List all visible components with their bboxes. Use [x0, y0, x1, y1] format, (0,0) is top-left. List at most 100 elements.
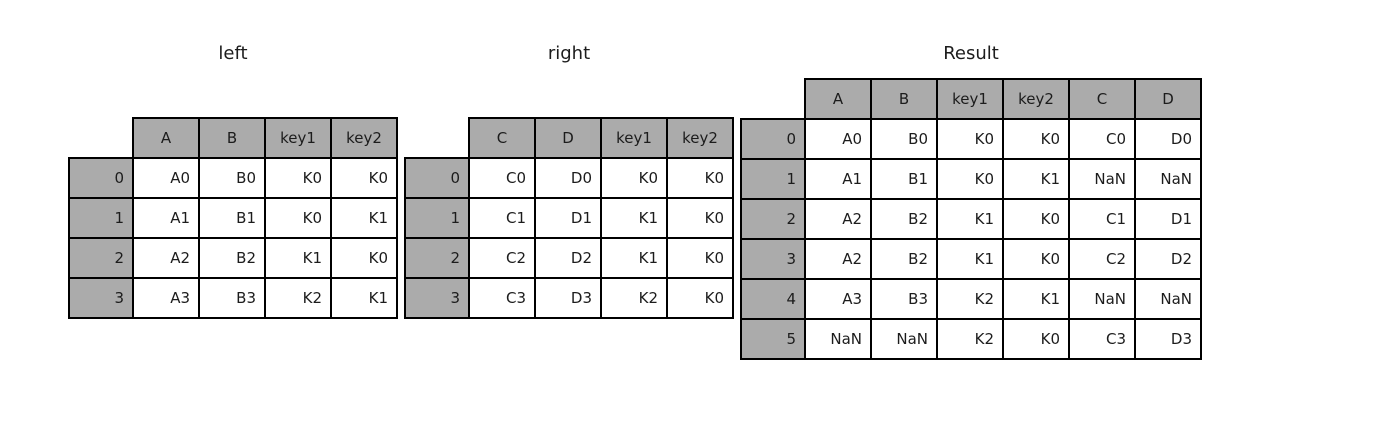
data-cell: NaN: [870, 318, 938, 360]
data-cell: A0: [804, 118, 872, 160]
index-cell: 0: [740, 118, 806, 160]
data-cell: B3: [198, 277, 266, 319]
index-cell: 2: [404, 237, 470, 279]
data-cell: NaN: [804, 318, 872, 360]
data-cell: K1: [936, 238, 1004, 280]
data-cell: K2: [600, 277, 668, 319]
column-header-cell: key1: [264, 117, 332, 159]
data-cell: D0: [534, 157, 602, 199]
data-cell: K1: [600, 197, 668, 239]
left-table-title: left: [218, 43, 248, 64]
index-cell: 5: [740, 318, 806, 360]
data-cell: B3: [870, 278, 938, 320]
index-cell: 2: [68, 237, 134, 279]
data-cell: B0: [198, 157, 266, 199]
data-cell: K1: [330, 277, 398, 319]
data-cell: K0: [1002, 318, 1070, 360]
data-cell: C0: [1068, 118, 1136, 160]
column-header-cell: B: [198, 117, 266, 159]
corner-cell: [69, 118, 133, 158]
index-cell: 1: [68, 197, 134, 239]
index-cell: 3: [404, 277, 470, 319]
data-cell: K1: [600, 237, 668, 279]
column-header-cell: key2: [330, 117, 398, 159]
data-cell: B0: [870, 118, 938, 160]
index-cell: 4: [740, 278, 806, 320]
data-cell: A1: [804, 158, 872, 200]
data-cell: K1: [1002, 158, 1070, 200]
data-cell: K0: [264, 197, 332, 239]
data-cell: A3: [804, 278, 872, 320]
data-cell: K0: [666, 237, 734, 279]
data-cell: K0: [666, 277, 734, 319]
corner-cell: [405, 118, 469, 158]
data-cell: K1: [264, 237, 332, 279]
data-cell: K0: [936, 158, 1004, 200]
column-header-cell: C: [1068, 78, 1136, 120]
index-cell: 3: [740, 238, 806, 280]
data-cell: A2: [804, 198, 872, 240]
corner-cell: [741, 79, 805, 119]
data-cell: K0: [666, 157, 734, 199]
data-cell: A2: [804, 238, 872, 280]
data-cell: K2: [264, 277, 332, 319]
index-cell: 1: [404, 197, 470, 239]
index-cell: 2: [740, 198, 806, 240]
column-header-cell: key1: [936, 78, 1004, 120]
data-cell: A1: [132, 197, 200, 239]
data-cell: B2: [198, 237, 266, 279]
column-header-cell: key2: [666, 117, 734, 159]
data-cell: C1: [468, 197, 536, 239]
index-cell: 0: [68, 157, 134, 199]
data-cell: NaN: [1068, 278, 1136, 320]
data-cell: K0: [1002, 238, 1070, 280]
data-cell: C1: [1068, 198, 1136, 240]
data-cell: D3: [1134, 318, 1202, 360]
data-cell: D1: [1134, 198, 1202, 240]
data-cell: K1: [936, 198, 1004, 240]
column-header-cell: D: [1134, 78, 1202, 120]
data-cell: D0: [1134, 118, 1202, 160]
data-cell: C2: [1068, 238, 1136, 280]
data-cell: K0: [1002, 118, 1070, 160]
data-cell: K1: [330, 197, 398, 239]
data-cell: C2: [468, 237, 536, 279]
data-cell: NaN: [1068, 158, 1136, 200]
column-header-cell: C: [468, 117, 536, 159]
data-cell: K0: [666, 197, 734, 239]
data-cell: B2: [870, 238, 938, 280]
index-cell: 1: [740, 158, 806, 200]
data-cell: C0: [468, 157, 536, 199]
result-table-title: Result: [943, 43, 999, 64]
column-header-cell: D: [534, 117, 602, 159]
data-cell: D1: [534, 197, 602, 239]
data-cell: C3: [468, 277, 536, 319]
data-cell: A2: [132, 237, 200, 279]
data-cell: K0: [936, 118, 1004, 160]
column-header-cell: A: [132, 117, 200, 159]
data-cell: B1: [870, 158, 938, 200]
column-header-cell: key2: [1002, 78, 1070, 120]
data-cell: K2: [936, 318, 1004, 360]
data-cell: D2: [1134, 238, 1202, 280]
data-cell: K0: [330, 237, 398, 279]
index-cell: 3: [68, 277, 134, 319]
data-cell: A3: [132, 277, 200, 319]
column-header-cell: A: [804, 78, 872, 120]
data-cell: A0: [132, 157, 200, 199]
data-cell: K0: [264, 157, 332, 199]
